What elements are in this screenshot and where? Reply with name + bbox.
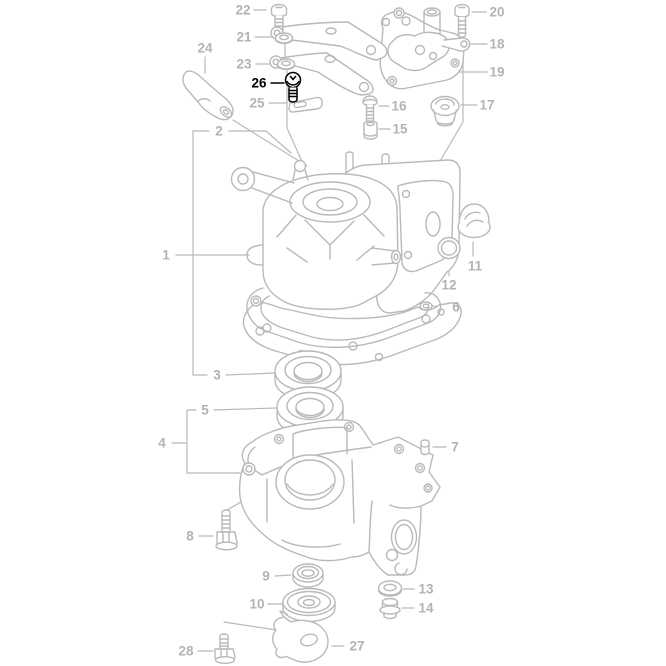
leader-lines (171, 9, 488, 652)
callout-9[interactable]: 9 (262, 569, 270, 584)
dowel-pin-7 (420, 439, 430, 456)
callout-11[interactable]: 11 (468, 259, 483, 274)
callout-12[interactable]: 12 (441, 278, 456, 293)
thermostat-cap-17 (430, 95, 460, 127)
callout-21[interactable]: 21 (236, 30, 252, 45)
screw-26-highlighted[interactable] (270, 71, 302, 103)
callout-16[interactable]: 16 (391, 99, 407, 114)
pump-plate-10 (282, 587, 336, 623)
bolt-8 (215, 509, 238, 551)
callout-23[interactable]: 23 (236, 57, 252, 72)
bracket-27 (272, 610, 329, 663)
callout-1[interactable]: 1 (162, 248, 170, 263)
callout-19[interactable]: 19 (489, 65, 504, 80)
callout-18[interactable]: 18 (489, 37, 505, 52)
callout-22[interactable]: 22 (235, 3, 250, 18)
callout-3[interactable]: 3 (213, 368, 221, 383)
drain-washer-13 (377, 580, 403, 597)
washer-21 (274, 32, 294, 45)
o-ring-12 (437, 236, 461, 260)
screw-16 (362, 95, 378, 123)
callout-labels: 1 2 3 4 5 6 7 8 9 10 11 12 13 14 15 16 1… (158, 3, 505, 659)
gasket-6 (242, 301, 462, 366)
callout-6[interactable]: 6 (452, 300, 460, 315)
oil-seal-9 (292, 563, 324, 588)
drain-bolt-14 (379, 597, 401, 620)
washer-23 (276, 58, 296, 71)
callout-25[interactable]: 25 (249, 96, 265, 111)
stopper-plate-25 (288, 96, 323, 113)
breather-tube-24 (182, 70, 234, 121)
callout-2[interactable]: 2 (215, 124, 223, 139)
callout-10[interactable]: 10 (249, 597, 264, 612)
callout-28[interactable]: 28 (178, 644, 194, 659)
callout-8[interactable]: 8 (186, 529, 194, 544)
callout-24[interactable]: 24 (197, 41, 213, 56)
callout-20[interactable]: 20 (489, 5, 504, 20)
callout-17[interactable]: 17 (479, 98, 494, 113)
upper-crankcase-1 (230, 151, 461, 351)
collar-15 (363, 120, 378, 140)
callout-5[interactable]: 5 (201, 403, 209, 418)
oil-filler-cap-11 (457, 203, 491, 239)
callout-7[interactable]: 7 (451, 440, 459, 455)
bolt-28 (214, 633, 236, 665)
callout-4[interactable]: 4 (158, 436, 166, 451)
pump-bracket-18 (387, 7, 471, 72)
callout-13[interactable]: 13 (418, 582, 434, 597)
callout-15[interactable]: 15 (392, 122, 408, 137)
callout-14[interactable]: 14 (418, 601, 434, 616)
callout-27[interactable]: 27 (349, 639, 364, 654)
screw-20 (454, 3, 470, 38)
lower-crankcase-4 (238, 419, 441, 576)
callout-26-highlighted[interactable]: 26 (251, 76, 267, 91)
